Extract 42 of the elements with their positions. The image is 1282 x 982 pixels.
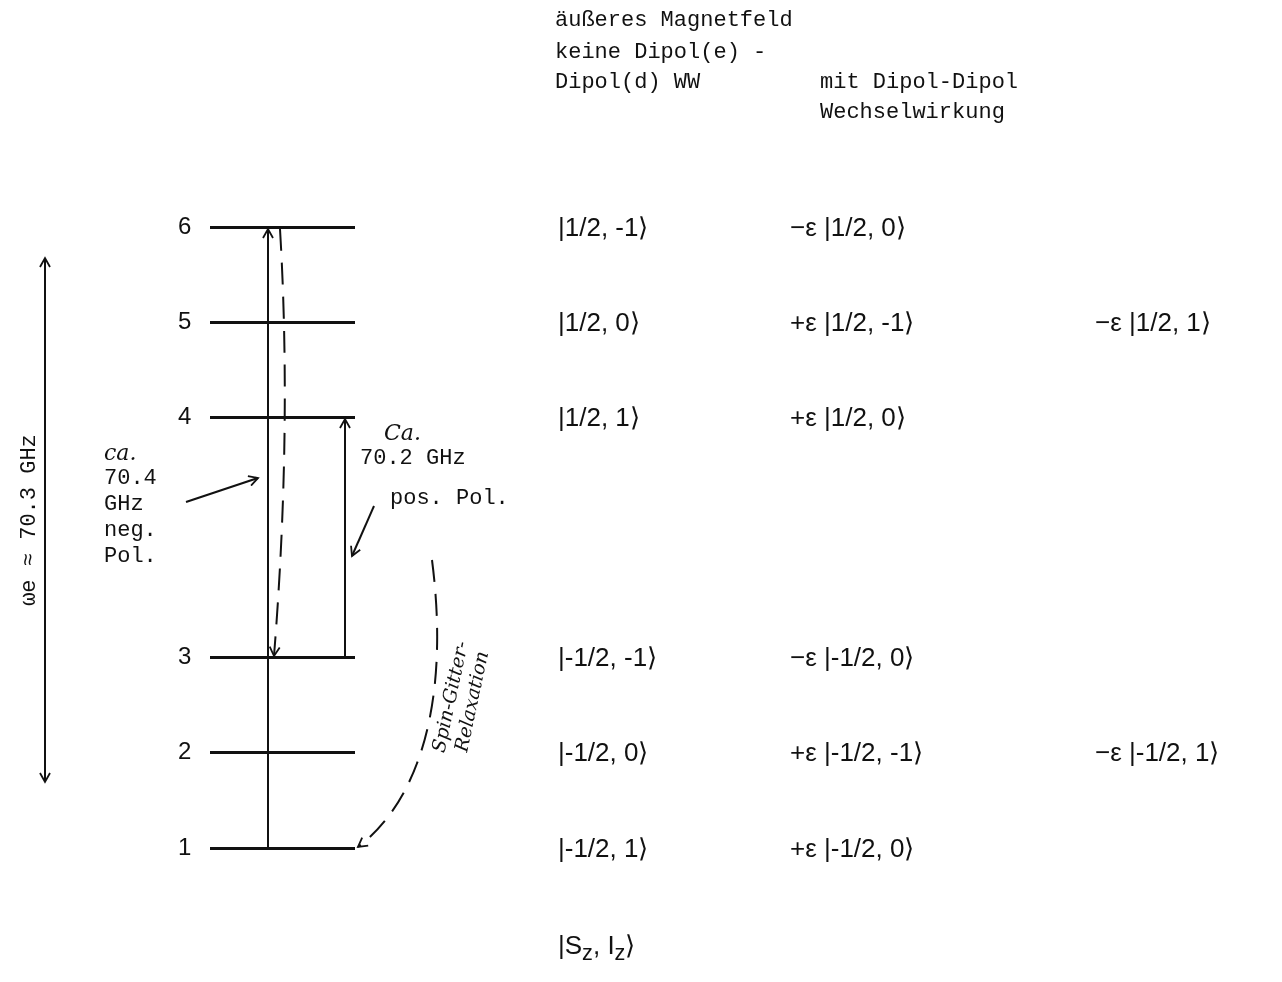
transition-arrow — [262, 228, 274, 848]
state-vector: +ε |-1/2, -1⟩ — [790, 736, 924, 769]
polarization-label: pos. Pol. — [389, 486, 510, 512]
axis-label: ωe ≈ 70.3 GHz — [16, 433, 43, 608]
state-vector: −ε |-1/2, 0⟩ — [790, 641, 915, 674]
state-vector: −ε |1/2, 1⟩ — [1095, 306, 1211, 339]
state-vector: |-1/2, -1⟩ — [558, 641, 658, 674]
leader-arrow — [185, 475, 259, 503]
relaxation-arrow — [357, 559, 439, 848]
level-number: 6 — [178, 212, 192, 240]
energy-level-line — [210, 321, 355, 324]
transition-arrow — [339, 418, 351, 657]
level-number: 1 — [178, 833, 192, 861]
leader-arrow — [350, 505, 375, 557]
frequency-label: 70.4 GHz neg. Pol. — [104, 466, 158, 570]
state-vector: |1/2, -1⟩ — [558, 211, 649, 244]
handwritten-note: ca. — [104, 440, 138, 466]
energy-level-line — [210, 416, 355, 419]
column-heading: keine Dipol(e) - Dipol(d) WW — [555, 39, 768, 97]
level-number: 2 — [178, 737, 192, 765]
energy-level-line — [210, 847, 355, 850]
state-vector: +ε |1/2, 0⟩ — [790, 401, 906, 434]
level-number: 5 — [178, 307, 192, 335]
state-vector: |-1/2, 0⟩ — [558, 736, 649, 769]
level-number: 4 — [178, 402, 192, 430]
column-heading: mit Dipol-Dipol Wechselwirkung — [820, 69, 1020, 127]
energy-level-line — [210, 226, 355, 229]
level-number: 3 — [178, 642, 192, 670]
frequency-label: 70.2 GHz — [360, 446, 467, 472]
handwritten-note: Ca. — [383, 420, 422, 446]
state-vector: |1/2, 1⟩ — [558, 401, 640, 434]
column-heading: äußeres Magnetfeld — [555, 7, 793, 35]
state-vector: −ε |-1/2, 1⟩ — [1095, 736, 1220, 769]
basis-notation: |S$_{z}$, I$_{z}$⟩ — [558, 929, 636, 968]
state-vector: −ε |1/2, 0⟩ — [790, 211, 906, 244]
state-vector: |1/2, 0⟩ — [558, 306, 640, 339]
energy-level-line — [210, 751, 355, 754]
state-vector: |-1/2, 1⟩ — [558, 832, 649, 865]
relaxation-arrow — [268, 228, 286, 657]
energy-level-line — [210, 656, 355, 659]
state-vector: +ε |-1/2, 0⟩ — [790, 832, 915, 865]
state-vector: +ε |1/2, -1⟩ — [790, 306, 915, 339]
